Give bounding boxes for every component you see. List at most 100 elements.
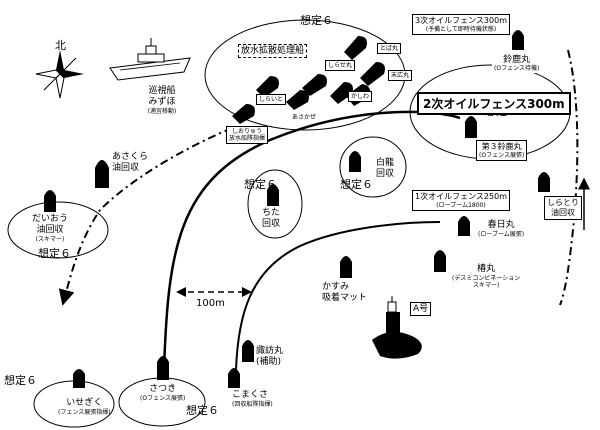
kasuga-note: (ローブーム展張) <box>478 231 525 238</box>
daisan-suzuka-boat-icon <box>465 116 477 138</box>
dispersant-vessel-shiraito: しらいと <box>256 94 287 105</box>
dispersant-title-box: 放水拡散処理船 <box>238 44 308 58</box>
asakura-name: あさくら <box>112 152 149 162</box>
dispersant-command-box: しおりゅう 放水船隊指揮 <box>226 126 269 144</box>
tsubaki-label: 椿丸 (デスミコンビネーション スキマー) <box>452 264 520 289</box>
sotei-label-hakuryu: 想定６ <box>340 178 373 191</box>
isezaku-name: いせぎく <box>66 398 103 408</box>
dispersant-boats-group <box>232 36 385 124</box>
dispersant-vessel-suehiro: 末広丸 <box>388 70 413 81</box>
daio-note: (スキマー) <box>35 236 65 243</box>
chita-boat-icon <box>267 184 279 206</box>
kasuga-boat-icon <box>458 216 470 236</box>
suwa-label: 諏訪丸 (補助) <box>256 346 283 368</box>
dispersant-boat-icon <box>286 90 309 110</box>
reserve-fence-title: 3次オイルフェンス300m <box>415 16 507 25</box>
isezaku-note: (フェンス展張指揮) <box>58 409 111 416</box>
isezaku-boat-icon <box>73 369 85 388</box>
asakura-boat-icon <box>95 160 109 188</box>
suwa-role: (補助) <box>256 357 282 367</box>
fence1-title: 1次オイルフェンス250m <box>415 192 507 201</box>
tsubaki-boat-icon <box>434 250 446 272</box>
dispersant-boat-icon <box>360 62 385 86</box>
shiratori-role: 油回収 <box>551 208 575 217</box>
sotei-label-satsuki: 想定６ <box>186 404 219 417</box>
daisan-suzuka-note: (Oフェンス展張) <box>479 152 525 159</box>
daio-role: 油回収 <box>36 225 64 235</box>
suzuka-box: 鈴鹿丸 (Oフェンス待機) <box>492 54 542 73</box>
asakura-role: 油回収 <box>112 163 140 173</box>
first-oil-fence-line <box>235 221 441 371</box>
komakusa-note: (回収船隊指揮) <box>232 401 273 408</box>
daio-name: だいおう <box>32 214 69 224</box>
reserve-fence-note: (予備として即時待機状態) <box>425 26 497 33</box>
compass-rose-icon <box>35 50 84 99</box>
dispersant-vessel-toba: とば丸 <box>377 43 402 54</box>
daisan-suzuka-box: 第３鈴鹿丸 (Oフェンス展張) <box>476 140 528 161</box>
patrol-ship-label: 巡視船 みずほ (適宜移動) <box>140 86 184 115</box>
daio-label: だいおう 油回収 (スキマー) <box>32 214 68 243</box>
dispersant-command-name: しおりゅう <box>232 128 263 135</box>
sotei-label-isezaku: 想定６ <box>4 374 37 387</box>
komakusa-boat-icon <box>228 368 240 388</box>
sotei-label-dispersant: 想定６ <box>300 14 333 27</box>
sotei-label-daio: 想定６ <box>38 247 71 260</box>
dispersant-vessel-kashiwa: かしわ <box>348 91 373 102</box>
patrol-ship-name-line2: みずほ <box>148 97 176 107</box>
dispersant-boat-icon <box>256 76 279 98</box>
suzuka-name: 鈴鹿丸 <box>503 55 531 65</box>
fence1-box: 1次オイルフェンス250m (ローブーム1800) <box>412 190 510 211</box>
hakuryu-boat-icon <box>349 151 361 172</box>
chita-role: 回収 <box>262 219 281 229</box>
tsubaki-note-2: スキマー) <box>472 282 500 289</box>
tsubaki-note-1: (デスミコンビネーション <box>452 275 521 282</box>
patrol-ship-icon <box>109 38 191 81</box>
fence2-label: 2次オイルフェンス300m <box>417 92 571 115</box>
satsuki-name: さつき <box>149 384 177 394</box>
kasuga-label: 春日丸 (ローブーム展張) <box>478 220 524 238</box>
hakuryu-name: 白龍 <box>376 158 395 168</box>
suzuka-boat-icon <box>512 30 524 50</box>
satsuki-label: さつき (Oフェンス展張) <box>140 384 185 402</box>
chita-zone-circle <box>247 169 303 239</box>
suwa-boat-icon <box>242 340 254 362</box>
komakusa-label: こまくさ (回収船隊指揮) <box>232 390 273 408</box>
dispersant-boat-icon <box>344 36 367 60</box>
shiratori-name: しらとり <box>547 198 579 207</box>
isezaku-label: いせぎく (フェンス展張指揮) <box>58 398 111 416</box>
fence1-note: (ローブーム1800) <box>436 202 486 209</box>
dispersant-vessel-asakaze: あさかぜ <box>292 114 317 121</box>
dispersant-boat-icon <box>232 104 255 124</box>
kasumi-boat-icon <box>340 256 352 278</box>
a-go-vessel-icon <box>372 296 422 359</box>
dispersant-boat-icon <box>330 82 353 104</box>
kasumi-role: 吸着マット <box>322 293 368 303</box>
kasumi-name: かすみ <box>322 282 350 292</box>
tsubaki-name: 椿丸 <box>477 264 496 274</box>
shiratori-boat-icon <box>538 172 550 192</box>
daio-boat-icon <box>44 190 56 212</box>
patrol-route-line <box>58 127 233 306</box>
satsuki-boat-icon <box>157 356 169 380</box>
kasuga-name: 春日丸 <box>487 220 515 230</box>
reserve-fence-box: 3次オイルフェンス300m (予備として即時待機状態) <box>412 14 510 35</box>
satsuki-note: (Oフェンス展張) <box>140 395 186 402</box>
daisan-suzuka-name: 第３鈴鹿丸 <box>481 142 522 151</box>
chita-name: ちた <box>262 208 281 218</box>
daio-zone-circle <box>7 201 109 259</box>
dispersant-vessel-shirase: しらせ丸 <box>325 60 355 71</box>
komakusa-name: こまくさ <box>232 390 269 400</box>
a-go-box: A号 <box>410 302 432 316</box>
chita-label: ちた 回収 <box>262 208 280 230</box>
kasumi-label: かすみ 吸着マット <box>322 282 367 304</box>
compass-north-label: 北 <box>55 39 66 52</box>
shiratori-box: しらとり 油回収 <box>544 196 582 220</box>
suzuka-note: (Oフェンス待機) <box>494 65 540 72</box>
hakuryu-zone-circle <box>339 136 407 198</box>
dispersant-command-role: 放水船隊指揮 <box>229 135 266 142</box>
patrol-ship-note: (適宜移動) <box>147 108 177 115</box>
hakuryu-label: 白龍 回収 <box>376 158 394 180</box>
patrol-ship-name-line1: 巡視船 <box>148 86 176 96</box>
